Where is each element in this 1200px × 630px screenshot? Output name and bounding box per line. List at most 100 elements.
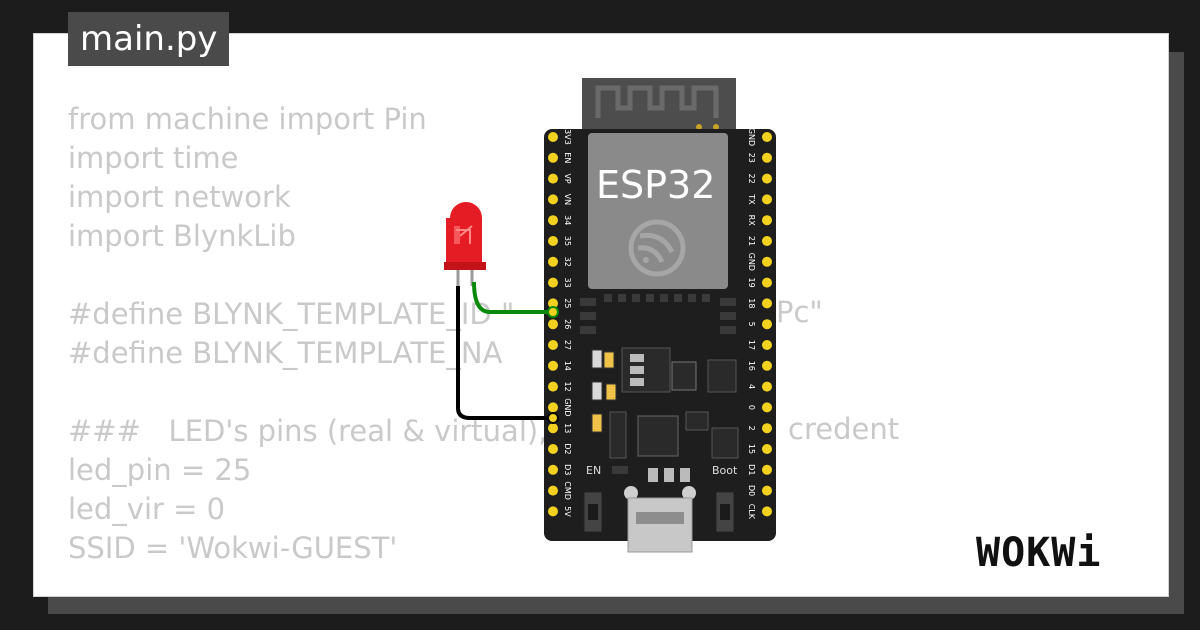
pin-pad-left[interactable]: [548, 215, 558, 226]
pin-pad-right[interactable]: [762, 236, 772, 246]
red-led[interactable]: [444, 202, 486, 270]
antenna-pad: [713, 124, 719, 130]
code-line: led_vir = 0: [68, 492, 226, 526]
pin-pad-right[interactable]: [762, 464, 772, 475]
pin-label-left: 26: [563, 319, 572, 329]
pin-label-right: 21: [747, 236, 756, 246]
pin-pad-right[interactable]: [762, 319, 772, 330]
pin-pad-left[interactable]: [548, 132, 558, 142]
pin-pad-right[interactable]: [762, 132, 772, 142]
pin-pad-left[interactable]: [548, 464, 558, 475]
pin-pad-right[interactable]: [762, 194, 772, 205]
pin-pad-right[interactable]: [762, 152, 772, 163]
pin-pad-right[interactable]: [762, 277, 772, 288]
pin-pad-left[interactable]: [548, 423, 558, 434]
pin-label-left: 13: [563, 423, 572, 433]
pin-label-left: 33: [563, 278, 572, 288]
boot-button-cap[interactable]: [720, 504, 730, 520]
pin-pad-left[interactable]: [548, 360, 558, 371]
ground-wire[interactable]: [456, 286, 552, 420]
pin-label-left: 3V3: [563, 129, 572, 145]
pin-pad-right[interactable]: [762, 256, 772, 267]
pin-pad-left[interactable]: [548, 298, 558, 309]
pin-pad-right[interactable]: [762, 360, 772, 371]
pin-label-right: 19: [747, 278, 756, 288]
pin-label-right: 23: [747, 153, 756, 163]
pin-label-right: 4: [747, 384, 756, 389]
pin-pad-right[interactable]: [762, 485, 772, 496]
pin-label-left: CMD: [563, 481, 572, 500]
code-line: import time: [68, 141, 239, 175]
pin-pad-right[interactable]: [762, 298, 772, 309]
antenna-trace-icon: [595, 85, 719, 118]
code-line: SSID = 'Wokwi-GUEST': [68, 531, 398, 565]
pin-label-left: 35: [563, 236, 572, 246]
pin-pad-left[interactable]: [548, 506, 558, 517]
pin-label-right: GND: [747, 253, 756, 271]
usb-uart-chip: [637, 415, 679, 457]
pin-label-left: D3: [563, 464, 572, 475]
right-pin-header: [762, 132, 772, 517]
boot-button-label: Boot: [712, 464, 738, 477]
chip-label: ESP32: [596, 163, 715, 207]
smd-led: [591, 381, 603, 401]
smd-resistor: [603, 351, 615, 369]
smd-capacitor: [591, 413, 603, 433]
pin-pad-left[interactable]: [548, 236, 558, 246]
pin-pad-right[interactable]: [762, 402, 772, 413]
pin-label-left: 34: [563, 215, 572, 225]
regulator-pin: [630, 366, 644, 374]
pin-pad-left[interactable]: [548, 340, 558, 350]
pin-pad-right[interactable]: [762, 173, 772, 184]
pin-pad-right[interactable]: [762, 423, 772, 434]
pin-label-left: VN: [563, 194, 572, 205]
micro-usb-port[interactable]: [627, 497, 693, 553]
wifi-module-shield: [588, 133, 728, 289]
smd-component: [664, 468, 674, 482]
pin-pad-right[interactable]: [762, 215, 772, 226]
pin-pad-left[interactable]: [548, 277, 558, 288]
usb-mount-hole: [682, 486, 696, 500]
espressif-logo-icon: [628, 219, 686, 277]
smd-component: [648, 468, 658, 482]
smd-component: [711, 427, 739, 459]
pin-label-left: 25: [563, 298, 572, 308]
left-pin-header: [548, 132, 558, 517]
pin-pad-left[interactable]: [548, 194, 558, 205]
wokwi-logo[interactable]: WOKWi: [976, 530, 1102, 576]
pin-label-left: VP: [563, 173, 572, 183]
usb-mount-hole: [624, 486, 638, 500]
pin-label-left: 14: [563, 361, 572, 371]
code-line: led_pin = 25: [68, 453, 252, 487]
pin-pad-left[interactable]: [548, 319, 558, 330]
pin-pad-left[interactable]: [548, 256, 558, 267]
pin-label-right: 2: [747, 426, 756, 431]
pin-label-left: D2: [563, 443, 572, 454]
code-fragment: credent: [788, 412, 900, 446]
wire-endpoint-pin-25: [547, 306, 559, 318]
pin-pad-left[interactable]: [548, 173, 558, 184]
pin-pad-left[interactable]: [548, 485, 558, 496]
pin-pad-left[interactable]: [548, 402, 558, 413]
pin-pad-right[interactable]: [762, 381, 772, 392]
smd-component: [685, 411, 709, 431]
pin-pad-right[interactable]: [762, 506, 772, 517]
code-line: #define BLYNK_TEMPLATE_NA: [68, 336, 503, 370]
smd-led: [591, 349, 603, 369]
code-line: import BlynkLib: [68, 219, 296, 253]
pin-label-right: GND: [747, 128, 756, 146]
connector: [671, 361, 697, 391]
en-button-label: EN: [586, 464, 601, 477]
signal-wire-gpio25[interactable]: [472, 281, 552, 314]
pin-label-right: 22: [747, 174, 756, 184]
pin-pad-right[interactable]: [762, 444, 772, 454]
pin-pad-right[interactable]: [762, 340, 772, 350]
pin-label-left: 5V: [563, 506, 572, 517]
pin-pad-left[interactable]: [548, 152, 558, 163]
smd-array: [609, 411, 627, 459]
pin-pad-left[interactable]: [548, 444, 558, 454]
pin-pad-left[interactable]: [548, 381, 558, 392]
file-tab-main-py[interactable]: main.py: [68, 12, 230, 66]
en-button-cap[interactable]: [588, 504, 598, 520]
